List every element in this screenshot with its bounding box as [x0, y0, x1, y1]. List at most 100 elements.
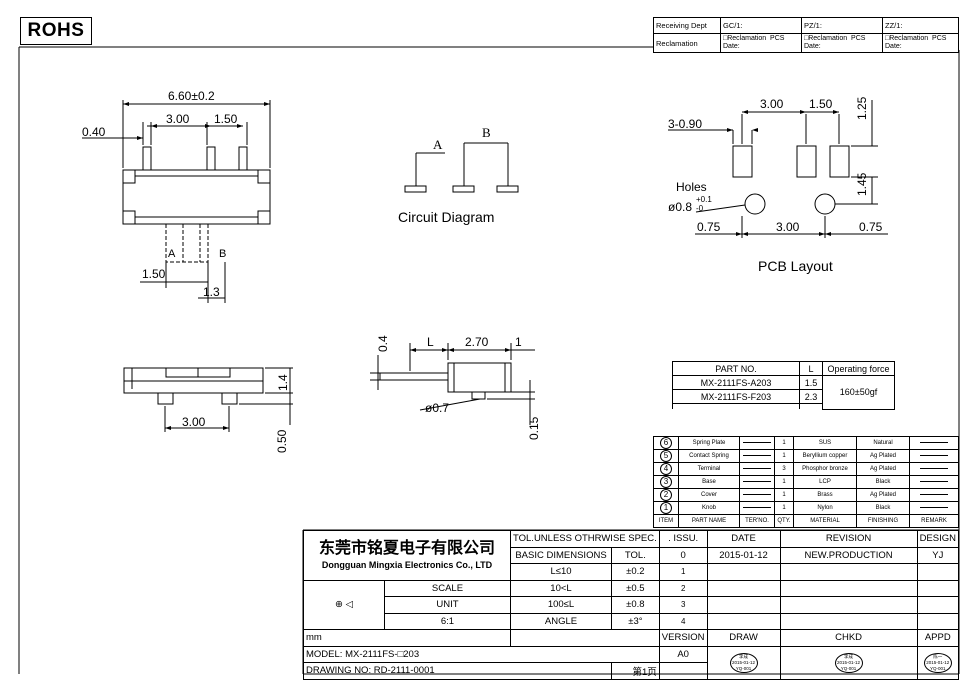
material-cell: Ag Plated: [856, 462, 910, 476]
material-cell: Spring Plate: [678, 436, 740, 450]
pcb-dim-h1: 1.25: [855, 96, 869, 120]
design-header: DESIGN: [916, 530, 960, 548]
receiving-cell: □Reclamation PCS Date:: [801, 33, 883, 53]
pcb-caption: PCB Layout: [758, 258, 833, 274]
material-cell: Brass: [793, 488, 857, 502]
page-label: 第1页: [611, 662, 660, 680]
pcb-dim-bl: 0.75: [697, 220, 721, 234]
tol-header: TOL.UNLESS OTHRWISE SPEC.: [510, 530, 660, 548]
projection-symbol: ⊕ ◁: [303, 579, 385, 630]
material-cell: Cover: [678, 488, 740, 502]
top-view: [82, 100, 271, 303]
side-dim-1: 1: [515, 335, 522, 349]
label-b: B: [219, 248, 227, 260]
drawing-row: DRAWING NO: RD-2111-0001: [303, 662, 612, 680]
unit-label: UNIT: [383, 596, 512, 614]
front-view: [123, 367, 293, 432]
basic-dim: BASIC DIMENSIONS: [510, 546, 612, 564]
rev-mark: 1: [680, 567, 686, 577]
tol-range: L≤10: [510, 563, 612, 581]
rev-mark: 3: [680, 600, 686, 610]
item-number: 2: [660, 489, 672, 501]
part-header-cell: L: [799, 361, 823, 376]
dim-bottom1: 1.50: [142, 267, 166, 281]
part-cell: 2.3: [799, 389, 823, 404]
part-cell: MX-2111FS-F203: [672, 389, 800, 404]
circuit-label-b: B: [482, 125, 491, 140]
material-row: 1 Knob 1 Nylon Black: [653, 501, 959, 515]
material-cell: LCP: [793, 475, 857, 489]
drawing-label: DRAWING NO:: [306, 665, 372, 677]
item-number: 6: [660, 437, 672, 449]
scale-value: 6:1: [383, 612, 512, 630]
dim-pitch: 3.00: [166, 112, 190, 126]
pcb-hole-dia: ø0.8: [668, 200, 693, 214]
company-cell: 东莞市铭夏电子有限公司 Dongguan Mingxia Electronics…: [303, 530, 511, 581]
circuit-diagram: [404, 142, 519, 193]
unit-value-row: mm: [303, 629, 511, 647]
item-number: 5: [660, 450, 672, 462]
materials-header-cell: QTY.: [774, 514, 794, 528]
circuit-label-a: A: [433, 137, 443, 152]
pcb-dim-pitch: 3.00: [760, 97, 784, 111]
pcb-holes-label: Holes: [676, 180, 707, 194]
date-header: DATE: [706, 530, 781, 548]
materials-header-cell: PART NAME: [678, 514, 740, 528]
part-force: 160±50gf: [822, 375, 895, 410]
version-value: A0: [658, 645, 708, 663]
part-row: MX-2111FS-A203 1.5 160±50gf: [672, 375, 895, 410]
circuit-caption: Circuit Diagram: [398, 209, 495, 225]
front-dim-pitch: 3.00: [182, 415, 206, 429]
side-dim-270: 2.70: [465, 335, 489, 349]
material-cell: 1: [774, 488, 794, 502]
tol-label: TOL.: [611, 546, 660, 564]
part-row: MX-2111FS-F203 2.3: [672, 389, 895, 404]
company-en: Dongguan Mingxia Electronics Co., LTD: [321, 560, 493, 571]
material-row: 4 Terminal 3 Phosphor bronze Ag Plated: [653, 462, 959, 476]
title-block: 东莞市铭夏电子有限公司 Dongguan Mingxia Electronics…: [303, 530, 960, 680]
material-cell: Natural: [856, 436, 910, 450]
dim-bottom2: 1.3: [203, 285, 220, 299]
side-dim-015: 0.15: [527, 416, 541, 440]
materials-header-cell: ITEM: [653, 514, 679, 528]
material-cell: 3: [774, 462, 794, 476]
material-cell: Base: [678, 475, 740, 489]
tol-value: ±3°: [611, 612, 660, 630]
side-dim-L: L: [427, 335, 434, 349]
model-value: MX-2111FS-□203: [345, 648, 420, 660]
materials-header-cell: MATERIAL: [793, 514, 857, 528]
part-row: [672, 403, 895, 409]
chkd-stamp: 李成 2015-01-12 YQ-001: [834, 652, 863, 673]
tol-value: ±0.5: [611, 579, 660, 597]
material-row: 2 Cover 1 Brass Ag Plated: [653, 488, 959, 502]
pcb-hole-tol-minus: -0: [696, 204, 704, 213]
drawing-value: RD-2111-0001: [373, 665, 435, 677]
pcb-dim-h2: 1.45: [855, 172, 869, 196]
material-cell: SUS: [793, 436, 857, 450]
appd-stamp: 陈一 2015-01-12 YQ-001: [923, 652, 952, 673]
material-row: 3 Base 1 LCP Black: [653, 475, 959, 489]
rev-desc: NEW.PRODUCTION: [779, 546, 918, 564]
item-number: 1: [660, 502, 672, 514]
material-cell: 1: [774, 475, 794, 489]
material-row: 6 Spring Plate 1 SUS Natural: [653, 436, 959, 450]
rev-mark: 2: [680, 583, 686, 593]
side-dim-04: 0.4: [376, 335, 390, 352]
rev-date: 2015-01-12: [706, 546, 781, 564]
item-number: 4: [660, 463, 672, 475]
material-cell: Knob: [678, 501, 740, 515]
company-cn: 东莞市铭夏电子有限公司: [318, 540, 495, 558]
part-header-cell: PART NO.: [672, 361, 800, 376]
tol-range: 100≤L: [510, 596, 612, 614]
item-number: 3: [660, 476, 672, 488]
material-cell: Black: [856, 475, 910, 489]
version-label: VERSION: [658, 629, 708, 647]
receiving-row: Reclamation □Reclamation PCS Date: □Recl…: [653, 33, 959, 53]
part-cell: MX-2111FS-A203: [672, 375, 800, 390]
side-view: [370, 343, 535, 425]
material-cell: Ag Plated: [856, 488, 910, 502]
material-cell: 1: [774, 501, 794, 515]
materials-header: ITEM PART NAME TER'NO. QTY. MATERIAL FIN…: [653, 514, 959, 528]
material-cell: Nylon: [793, 501, 857, 515]
tol-value: ±0.2: [611, 563, 660, 581]
